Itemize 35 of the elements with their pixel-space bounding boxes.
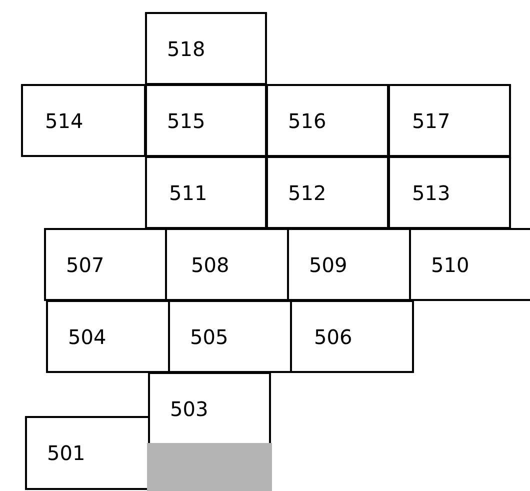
number-box — [21, 84, 146, 157]
box-number: 509 — [309, 252, 348, 276]
number-box — [165, 228, 289, 301]
box-number: 513 — [412, 180, 450, 204]
number-box — [145, 156, 267, 229]
shaded-area — [147, 443, 272, 491]
number-box — [388, 84, 511, 157]
box-number: 516 — [288, 108, 326, 132]
box-number: 505 — [190, 324, 228, 348]
box-number: 518 — [167, 36, 206, 60]
box-number: 511 — [169, 180, 208, 204]
box-number: 504 — [68, 324, 106, 348]
box-number: 517 — [412, 108, 450, 132]
box-number: 510 — [431, 252, 470, 276]
number-box — [266, 84, 389, 157]
number-box — [46, 300, 170, 373]
number-box — [388, 156, 511, 229]
box-number: 506 — [314, 324, 352, 348]
box-number: 514 — [45, 108, 84, 132]
number-box — [287, 228, 411, 301]
box-number: 508 — [191, 252, 230, 276]
number-box — [168, 300, 292, 373]
number-box — [145, 84, 267, 157]
number-box — [409, 228, 530, 301]
box-number: 503 — [170, 396, 208, 420]
number-box — [148, 372, 271, 443]
box-number: 515 — [167, 108, 206, 132]
number-box — [290, 300, 414, 373]
number-box — [25, 416, 150, 490]
box-number: 507 — [66, 252, 104, 276]
box-number: 501 — [47, 441, 86, 465]
box-number: 512 — [288, 180, 326, 204]
number-box — [266, 156, 389, 229]
number-box — [44, 228, 167, 301]
number-box — [145, 12, 267, 85]
